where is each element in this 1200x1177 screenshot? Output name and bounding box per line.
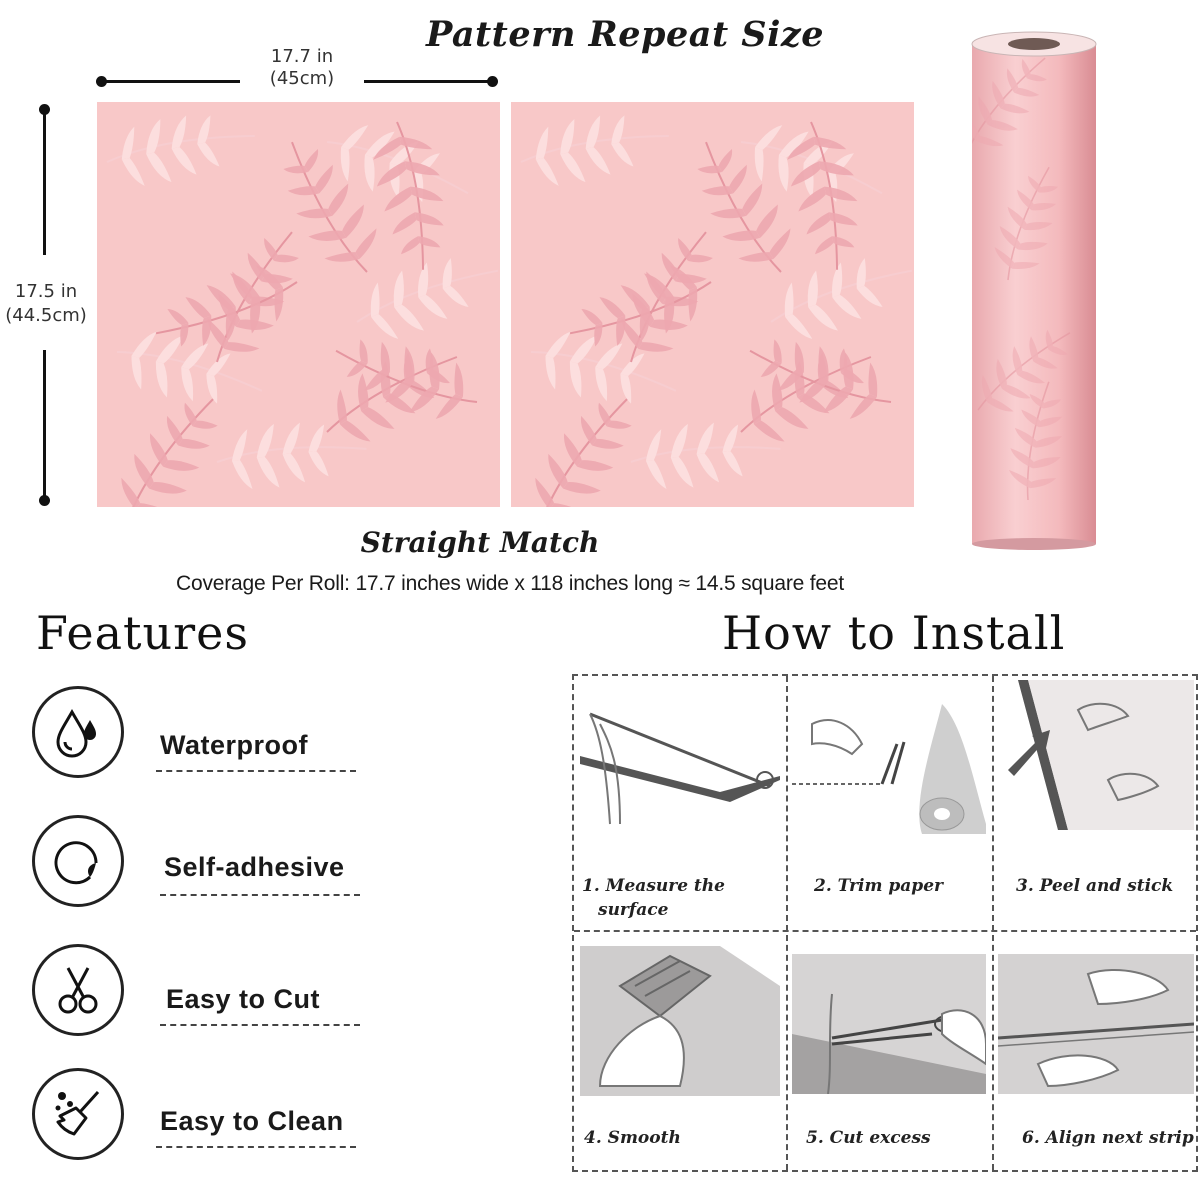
broom-icon [55,1090,100,1136]
feature-icon-self-adhesive [32,815,124,907]
fern-pattern [97,102,500,507]
water-drops-icon [56,708,96,758]
height-inches: 17.5 in [14,281,78,302]
coverage-text: Coverage Per Roll: 17.7 inches wide x 11… [176,572,844,595]
page-title: Pattern Repeat Size [425,14,825,55]
feature-label: Easy to Cut [166,984,321,1014]
feature-divider [160,1024,360,1026]
step-6-illustration [998,954,1194,1094]
height-dimension-line [43,350,46,500]
dimension-endpoint [39,104,50,115]
height-label: 17.5 in (44.5cm) [0,280,92,328]
step-5-label: 5. Cut excess [806,1128,931,1148]
step-2-label: 2. Trim paper [814,876,943,896]
install-heading: How to Install [722,606,1066,660]
width-dimension-line [100,80,240,83]
step-1-text-cont: surface [598,900,669,920]
scissors-icon [58,967,98,1014]
feature-icon-easy-clean [32,1068,124,1160]
width-dimension-line [364,80,494,83]
step-1-text: 1. Measure the [582,876,725,896]
pattern-swatch-left [97,102,500,507]
step-6-label: 6. Align next strip [1022,1128,1194,1148]
dimension-endpoint [487,76,498,87]
step-4-label: 4. Smooth [584,1128,681,1148]
height-cm: (44.5cm) [5,305,87,326]
feature-label: Easy to Clean [160,1106,344,1136]
roll-graphic [971,31,1097,550]
grid-divider [574,930,1196,932]
fern-pattern [511,102,914,507]
feature-divider [156,1146,356,1148]
grid-divider [786,676,788,1170]
feature-icon-waterproof [32,686,124,778]
match-type: Straight Match [360,526,600,559]
peel-sticker-icon [54,841,98,885]
step-5-illustration [792,954,986,1094]
feature-label: Waterproof [160,730,308,760]
width-label: 17.7 in (45cm) [240,46,364,90]
grid-divider [992,676,994,1170]
install-steps-grid: 1. Measure the surface 2. Trim paper 3. … [572,674,1198,1172]
feature-divider [156,770,356,772]
step-1-label: 1. Measure the surface [582,874,725,922]
width-inches: 17.7 in [270,46,334,67]
width-cm: (45cm) [269,68,335,89]
step-2-illustration [792,684,986,834]
features-heading: Features [36,606,249,660]
dimension-endpoint [39,495,50,506]
wallpaper-roll [968,30,1100,550]
step-1-illustration [580,684,780,834]
step-3-illustration [998,680,1194,830]
feature-label: Self-adhesive [164,852,345,882]
height-dimension-line [43,110,46,255]
pattern-swatch-right [511,102,914,507]
feature-divider [160,894,360,896]
step-3-label: 3. Peel and stick [1016,876,1174,896]
feature-icon-easy-cut [32,944,124,1036]
step-4-illustration [580,946,780,1096]
